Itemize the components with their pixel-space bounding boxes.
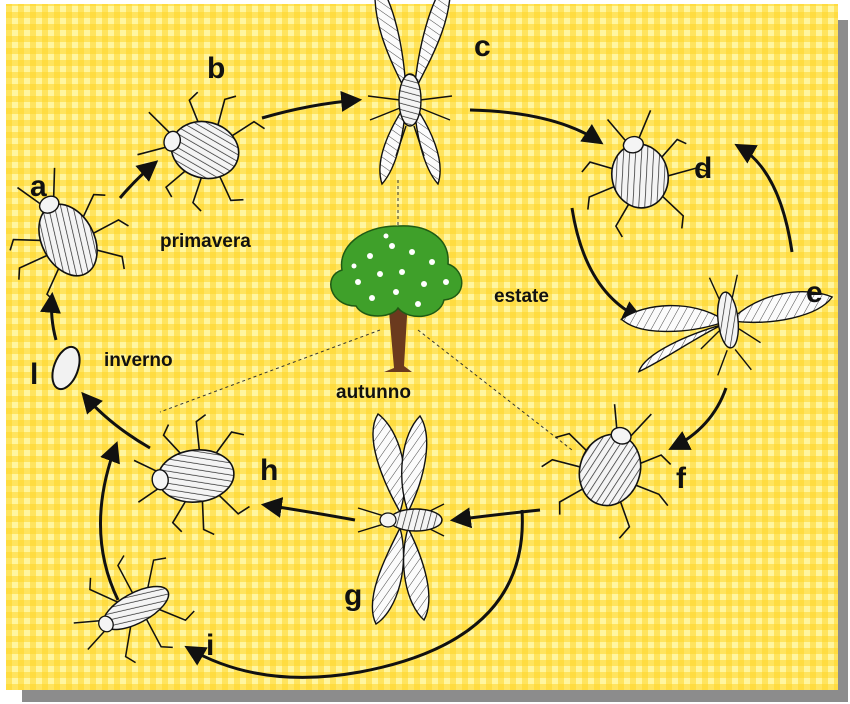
- arrow-d-to-e: [572, 208, 640, 318]
- season-label-winter: inverno: [104, 350, 173, 371]
- stage-label-a: a: [30, 170, 47, 203]
- connector-tree-f: [418, 330, 572, 450]
- aphid-stage-b: [128, 75, 271, 221]
- aphid-stage-i: [57, 539, 205, 683]
- season-label-spring: primavera: [160, 231, 251, 252]
- season-label-autumn: autunno: [336, 382, 411, 403]
- stage-label-h: h: [260, 454, 278, 487]
- aphid-stage-h: [130, 411, 254, 542]
- stage-label-c: c: [474, 30, 491, 63]
- arrow-g-to-h: [265, 505, 355, 520]
- arrow-e-to-f: [672, 388, 726, 448]
- host-tree: [331, 226, 462, 372]
- tree-foliage: [331, 226, 462, 317]
- arrow-f-to-g: [454, 510, 540, 520]
- winged-aphid-stage-c: [368, 0, 452, 184]
- egg-stage-l: [47, 343, 85, 393]
- aphid-stage-f: [528, 387, 693, 550]
- stage-label-i: i: [206, 629, 214, 662]
- arrow-a-to-b: [120, 163, 155, 198]
- stage-label-g: g: [344, 579, 362, 612]
- stage-label-l: l: [30, 358, 38, 391]
- stage-label-b: b: [207, 52, 225, 85]
- stage-label-f: f: [676, 462, 687, 495]
- arrow-h-to-l: [84, 395, 150, 448]
- arrow-b-to-c: [262, 100, 358, 118]
- winged-aphid-stage-g: [358, 414, 444, 624]
- aphid-stage-a: [0, 150, 145, 315]
- arrow-c-to-d: [470, 110, 600, 142]
- stage-label-e: e: [806, 276, 823, 309]
- stage-label-d: d: [694, 152, 712, 185]
- season-label-summer: estate: [494, 286, 549, 307]
- arrow-e-to-d: [738, 146, 792, 252]
- arrow-i-to-h: [100, 445, 118, 600]
